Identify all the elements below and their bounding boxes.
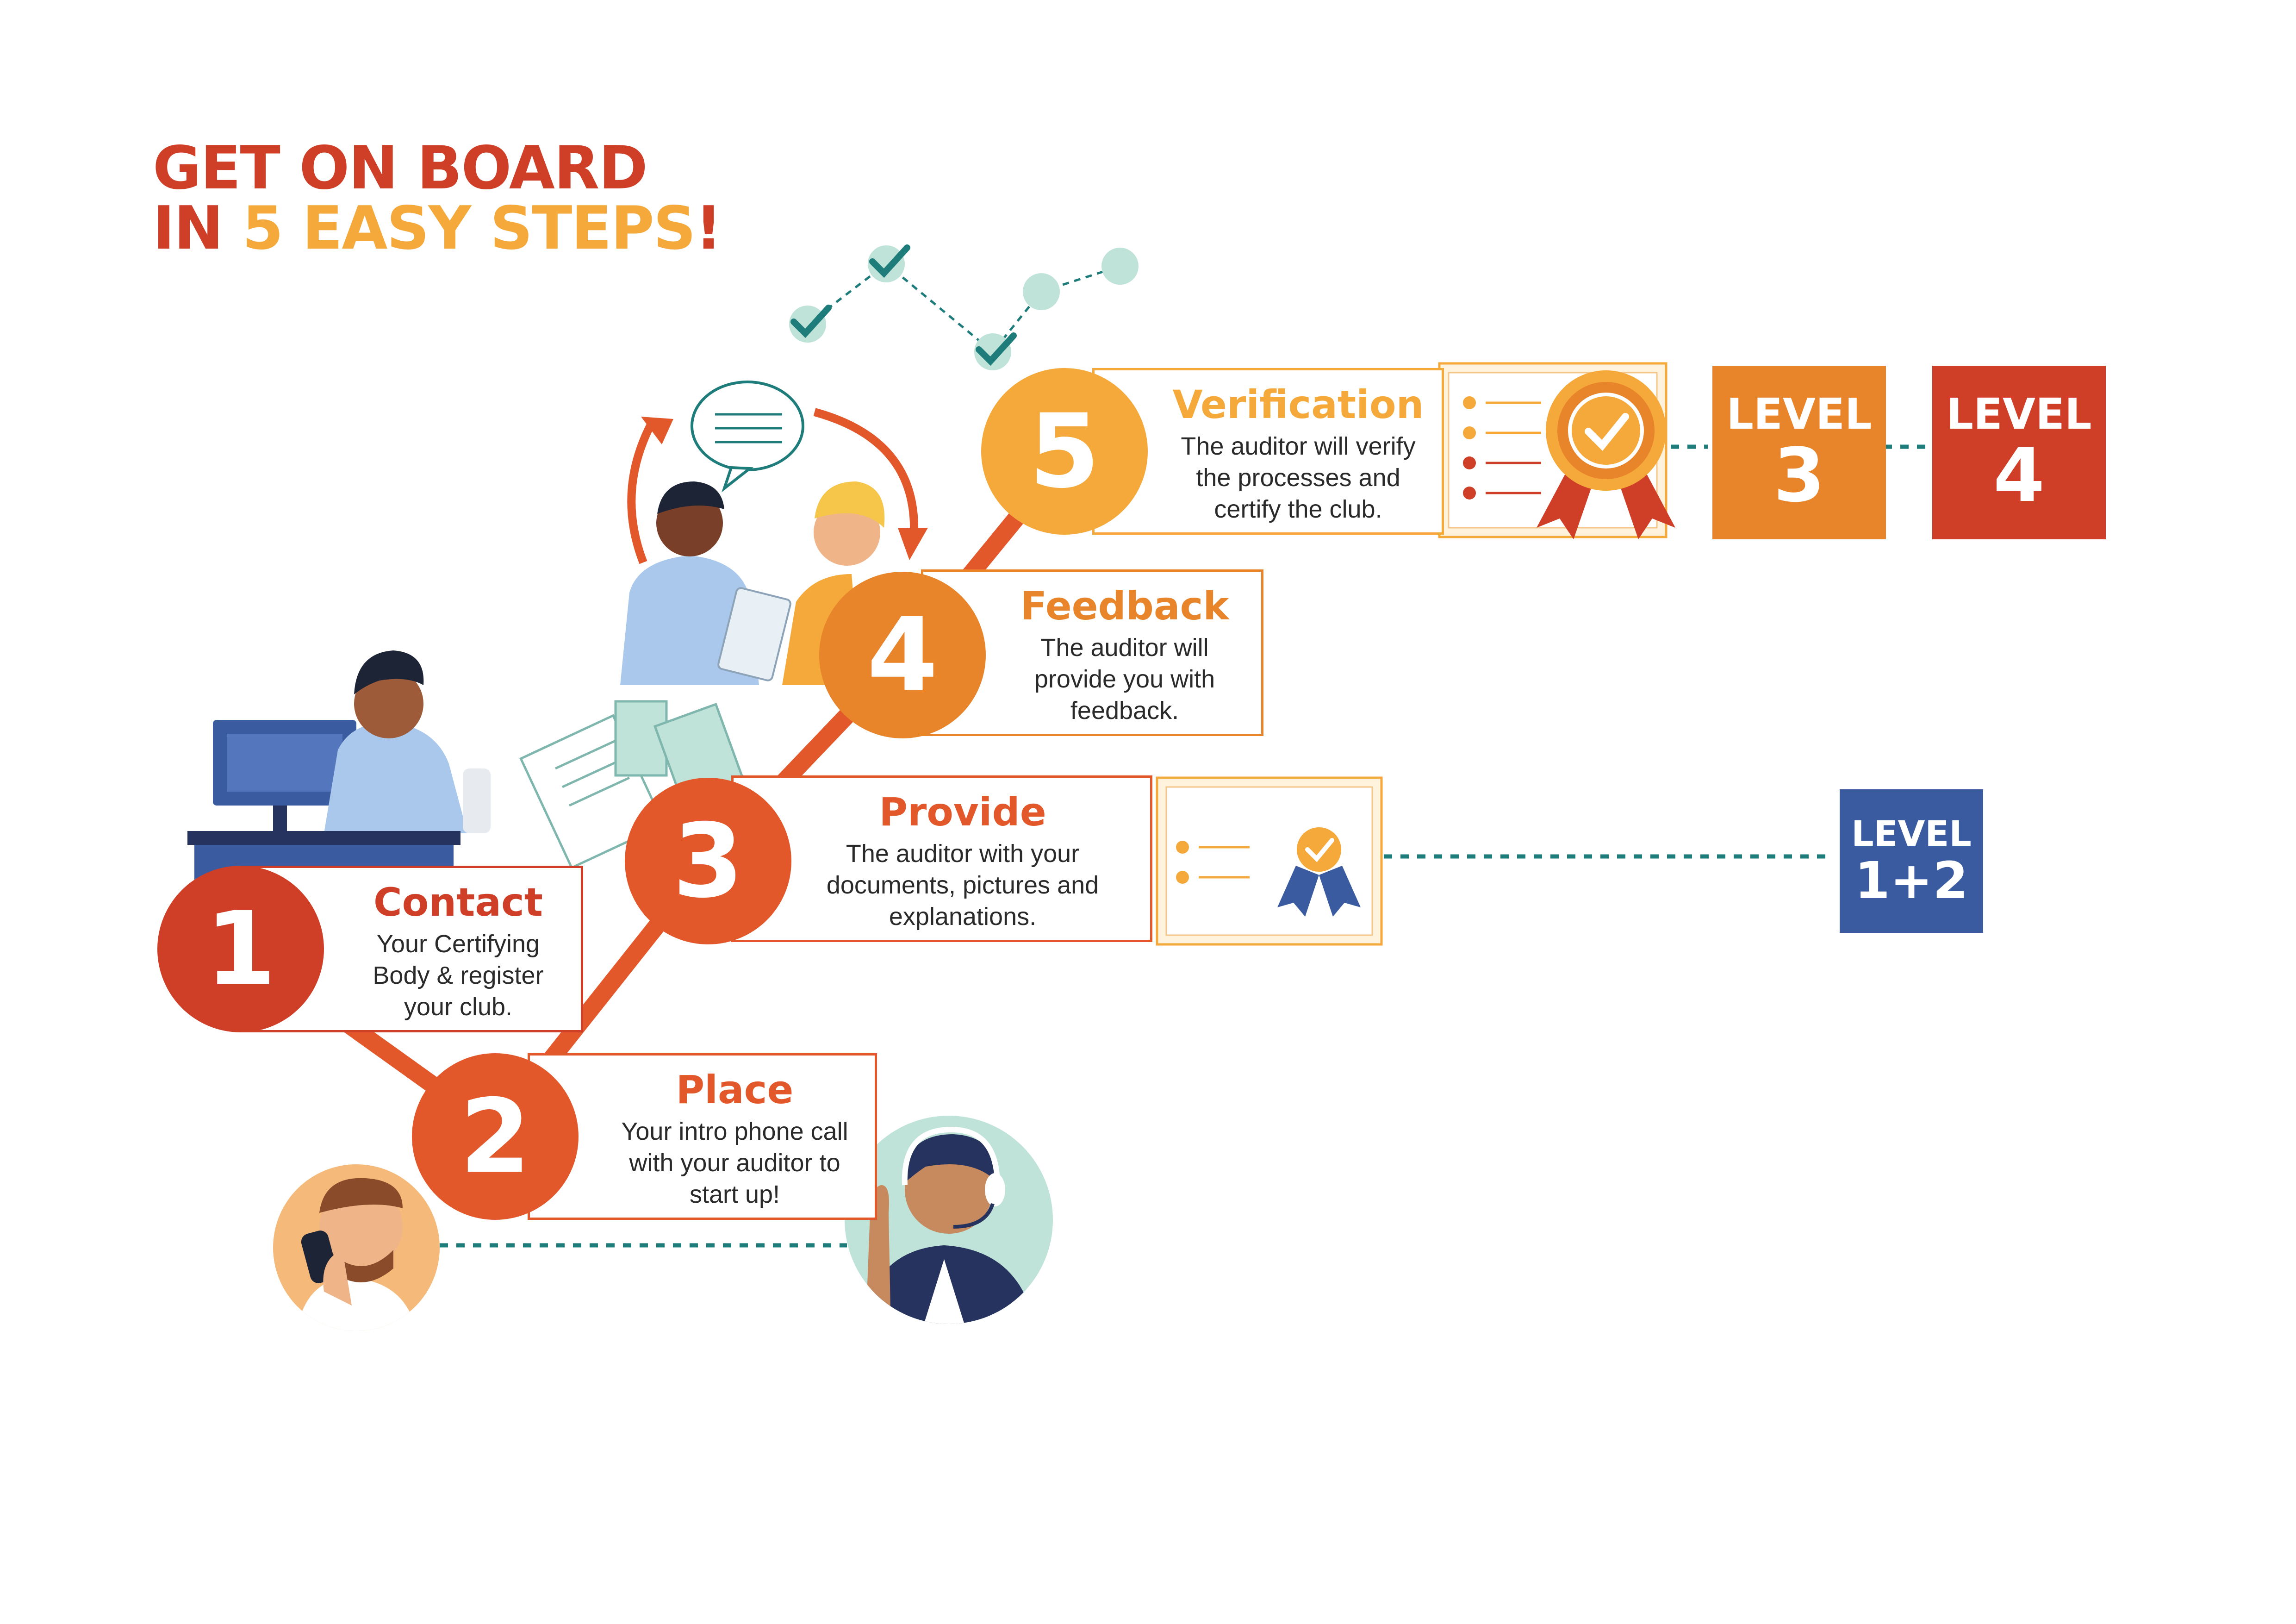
step-1-number: 1	[157, 866, 324, 1032]
step-1-heading: Contact	[373, 880, 543, 925]
two-people-conversation-illustration	[620, 381, 928, 685]
step-2-box: Place Your intro phone call with your au…	[528, 1053, 877, 1220]
person-at-computer-illustration	[187, 650, 491, 887]
title-prefix: IN	[153, 194, 243, 263]
step-3-number: 3	[625, 778, 791, 944]
certificate-seal-icon	[1438, 362, 1675, 539]
step-2-heading: Place	[676, 1067, 794, 1112]
level-1-2-word: LEVEL	[1851, 813, 1972, 854]
step-4-body: The auditor will provide you with feedba…	[1034, 634, 1215, 725]
headset-agent-illustration	[845, 1116, 1053, 1324]
page-title-line-2: IN 5 EASY STEPS!	[153, 199, 722, 258]
step-5-body: The auditor will verify the processes an…	[1181, 432, 1416, 523]
step-5-box: Verification The auditor will verify the…	[1092, 368, 1444, 535]
step-2-number: 2	[412, 1053, 579, 1220]
step-3-heading: Provide	[879, 789, 1046, 835]
person-on-phone-illustration	[273, 1164, 440, 1331]
step-3-box: Provide The auditor with your documents,…	[731, 775, 1152, 942]
level-4-word: LEVEL	[1946, 389, 2092, 439]
level-3-number: 3	[1773, 431, 1825, 518]
step-3-body: The auditor with your documents, picture…	[826, 840, 1099, 931]
level-3-word: LEVEL	[1726, 389, 1872, 439]
step-4-number: 4	[819, 572, 986, 738]
page-title-line-1: GET ON BOARD	[153, 134, 648, 203]
title-suffix: !	[695, 194, 722, 263]
level-4-number: 4	[1993, 431, 2045, 518]
level-3-badge: LEVEL 3	[1712, 366, 1886, 539]
level-1-2-badge: LEVEL 1+2	[1840, 789, 1983, 933]
level-4-badge: LEVEL 4	[1932, 366, 2106, 539]
checkmark-progress-icon	[789, 244, 1139, 370]
step-5-heading: Verification	[1172, 382, 1424, 427]
level-1-2-number: 1+2	[1854, 851, 1968, 910]
step-4-heading: Feedback	[1020, 583, 1229, 629]
documents-icon	[519, 700, 745, 869]
step-2-body: Your intro phone call with your auditor …	[621, 1118, 848, 1208]
title-highlight: 5 EASY STEPS	[242, 194, 696, 263]
step-1-body: Your Certifying Body & register your clu…	[373, 930, 544, 1021]
certificate-ribbon-icon	[1156, 776, 1383, 946]
step-5-number: 5	[981, 368, 1148, 535]
